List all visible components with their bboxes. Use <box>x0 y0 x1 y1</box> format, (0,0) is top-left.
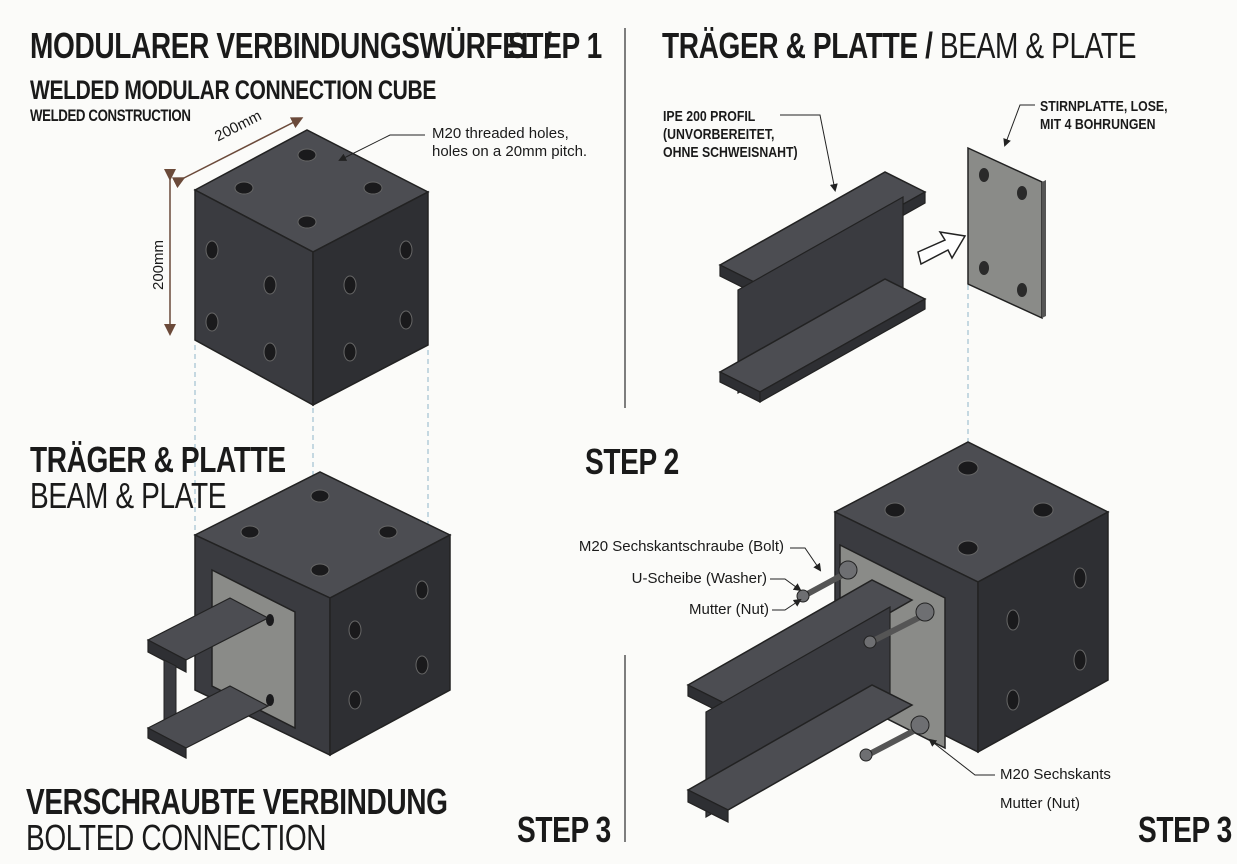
beam-label-2: (UNVORBEREITET, <box>663 126 775 143</box>
bolt-leader <box>790 547 822 572</box>
step2-title-en: BEAM & PLATE <box>939 25 1137 66</box>
note-line-2: holes on a 20mm pitch. <box>432 143 588 160</box>
step2-title: TRÄGER & PLATTE / BEAM & PLATE <box>662 26 1136 66</box>
hexnut-label-2: Mutter (Nut) <box>1000 795 1081 812</box>
end-plate <box>967 146 1046 320</box>
step1-title: MODULARER VERBINDUNGSWÜRFEL / <box>30 25 552 66</box>
step2-label: STEP 2 <box>585 441 679 482</box>
bolted-title: VERSCHRAUBTE VERBINDUNG <box>26 781 448 822</box>
hexnut-label-1: M20 Sechskants <box>1000 766 1111 783</box>
step3-title: TRÄGER & PLATTE <box>30 439 286 480</box>
note-line-1: M20 threaded holes, <box>432 125 569 142</box>
step1-subtitle: WELDED MODULAR CONNECTION CUBE <box>30 75 436 105</box>
step3-label-left: STEP 3 <box>517 809 611 850</box>
arrow-icon <box>917 230 967 266</box>
assembled-cube-right <box>686 441 1110 823</box>
bolt-label: M20 Sechskantschraube (Bolt) <box>578 538 784 555</box>
washer-label: U-Scheibe (Washer) <box>631 570 767 587</box>
step3-title-en: BEAM & PLATE <box>30 475 227 516</box>
step1-label: STEP 1 <box>508 25 602 66</box>
washer-leader <box>770 578 802 592</box>
note-leader <box>338 134 425 161</box>
step2-title-de: TRÄGER & PLATTE / <box>662 25 940 66</box>
assembled-cube-left <box>146 471 452 759</box>
beam-label-1: IPE 200 PROFIL <box>663 108 756 125</box>
plate-label-1: STIRNPLATTE, LOSE, <box>1040 98 1168 115</box>
nut-leader <box>772 598 802 611</box>
hexnut-leader <box>928 738 995 776</box>
beam-label-3: OHNE SCHWEISNAHT) <box>663 144 798 161</box>
beam-label-leader <box>780 114 838 192</box>
step1-subtitle2: WELDED CONSTRUCTION <box>30 106 191 125</box>
dim-height-label: 200mm <box>150 239 167 290</box>
bolted-title-en: BOLTED CONNECTION <box>26 817 327 858</box>
plate-label-2: MIT 4 BOHRUNGEN <box>1040 116 1156 133</box>
ipe200-beam <box>718 171 927 404</box>
connection-cube-step1 <box>193 129 430 407</box>
step3-label-right: STEP 3 <box>1138 809 1232 850</box>
dim-line-width <box>171 117 304 189</box>
plate-label-leader <box>1003 104 1035 147</box>
nut-label: Mutter (Nut) <box>688 601 769 618</box>
